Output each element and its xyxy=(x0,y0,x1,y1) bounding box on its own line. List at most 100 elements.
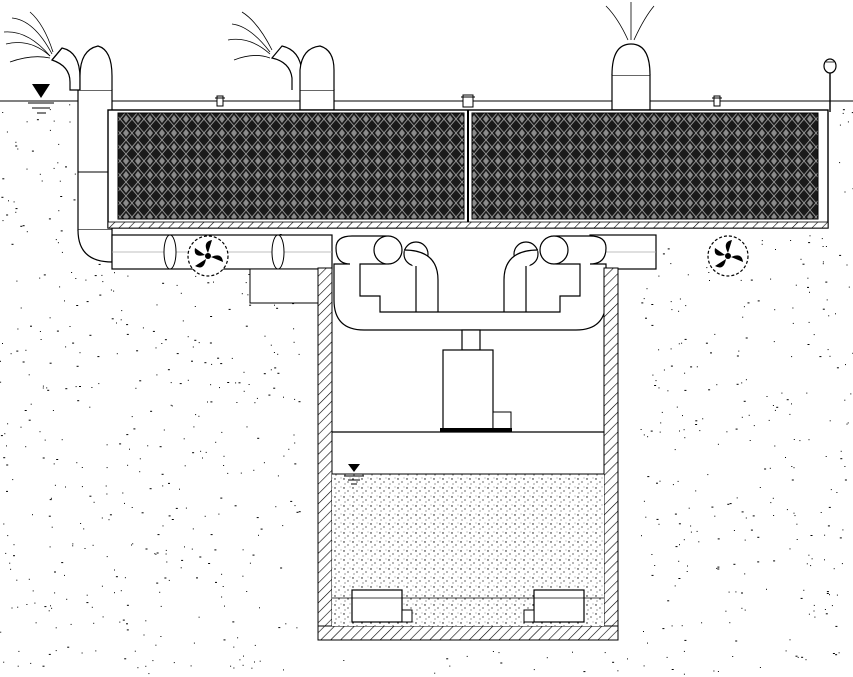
soil-speck xyxy=(34,602,36,604)
soil-speck xyxy=(199,556,202,558)
soil-speck xyxy=(17,665,19,667)
soil-speck xyxy=(86,602,89,604)
soil-speck xyxy=(208,563,211,564)
soil-speck xyxy=(26,168,28,170)
soil-speck xyxy=(826,591,829,593)
soil-speck xyxy=(761,243,763,245)
soil-speck xyxy=(786,509,788,511)
soil-speck xyxy=(18,650,20,652)
soil-speck xyxy=(744,573,746,575)
soil-speck xyxy=(671,669,674,670)
soil-speck xyxy=(77,400,80,402)
soil-speck xyxy=(733,530,735,531)
soil-speck xyxy=(821,238,823,240)
soil-speck xyxy=(845,364,846,366)
soil-speck xyxy=(729,503,732,505)
soil-speck xyxy=(70,623,72,625)
soil-speck xyxy=(106,556,108,558)
soil-speck xyxy=(41,180,43,182)
soil-speck xyxy=(819,356,822,358)
soil-speck xyxy=(294,442,296,444)
soil-speck xyxy=(791,466,793,467)
soil-speck xyxy=(761,240,763,242)
soil-speck xyxy=(652,374,654,376)
soil-speck xyxy=(49,129,51,131)
module-block-left xyxy=(117,112,465,220)
soil-speck xyxy=(220,497,223,499)
soil-speck xyxy=(3,661,5,663)
soil-speck xyxy=(248,384,250,385)
soil-speck xyxy=(24,410,27,411)
soil-speck xyxy=(253,469,255,471)
soil-speck xyxy=(156,374,158,376)
soil-speck xyxy=(684,437,686,439)
soil-speck xyxy=(55,650,57,652)
soil-speck xyxy=(242,549,244,551)
soil-speck xyxy=(162,525,164,527)
soil-speck xyxy=(775,249,776,250)
soil-speck xyxy=(200,450,202,452)
soil-speck xyxy=(61,439,63,441)
soil-speck xyxy=(215,581,217,583)
soil-speck xyxy=(736,383,739,385)
soil-speck xyxy=(136,350,139,352)
soil-speck xyxy=(55,239,57,241)
soil-speck xyxy=(237,637,239,639)
soil-speck xyxy=(83,528,85,530)
soil-speck xyxy=(290,500,293,502)
soil-speck xyxy=(214,549,217,551)
soil-speck xyxy=(15,211,17,213)
soil-speck xyxy=(205,451,207,453)
soil-speck xyxy=(80,523,82,524)
soil-speck xyxy=(685,305,687,307)
soil-speck xyxy=(179,488,180,490)
soil-speck xyxy=(31,150,34,152)
soil-speck xyxy=(228,308,231,310)
soil-speck xyxy=(232,621,235,623)
soil-speck xyxy=(221,431,223,433)
soil-speck xyxy=(0,381,2,383)
soil-speck xyxy=(813,334,815,336)
soil-speck xyxy=(258,534,259,536)
soil-speck xyxy=(696,530,698,532)
soil-speck xyxy=(105,485,107,487)
soil-speck xyxy=(801,656,804,658)
soil-speck xyxy=(173,662,175,664)
soil-speck xyxy=(231,357,233,359)
soil-speck xyxy=(91,387,93,388)
soil-speck xyxy=(159,591,161,593)
soil-speck xyxy=(65,388,68,390)
soil-speck xyxy=(61,251,63,253)
soil-speck xyxy=(695,420,698,422)
soil-speck xyxy=(772,497,774,499)
soil-speck xyxy=(147,445,149,447)
soil-speck xyxy=(643,500,645,502)
soil-speck xyxy=(13,201,15,203)
soil-speck xyxy=(835,625,838,627)
soil-speck xyxy=(773,515,775,516)
soil-speck xyxy=(695,424,698,425)
soil-speck xyxy=(210,401,213,403)
soil-speck xyxy=(215,441,217,443)
soil-speck xyxy=(687,274,689,276)
soil-speck xyxy=(836,367,839,369)
soil-speck xyxy=(26,231,28,233)
soil-speck xyxy=(152,660,154,662)
soil-speck xyxy=(741,592,743,594)
soil-speck xyxy=(114,272,115,274)
soil-speck xyxy=(651,324,654,326)
soil-speck xyxy=(69,104,71,106)
soil-speck xyxy=(44,606,47,608)
soil-speck xyxy=(30,662,32,664)
soil-speck xyxy=(661,411,663,413)
soil-speck xyxy=(223,639,226,641)
soil-speck xyxy=(850,393,852,395)
soil-speck xyxy=(139,380,142,382)
soil-speck xyxy=(781,392,783,394)
soil-speck xyxy=(274,367,277,369)
soil-speck xyxy=(39,277,41,279)
soil-speck xyxy=(809,235,811,237)
soil-speck xyxy=(645,317,647,319)
soil-speck xyxy=(789,413,791,415)
